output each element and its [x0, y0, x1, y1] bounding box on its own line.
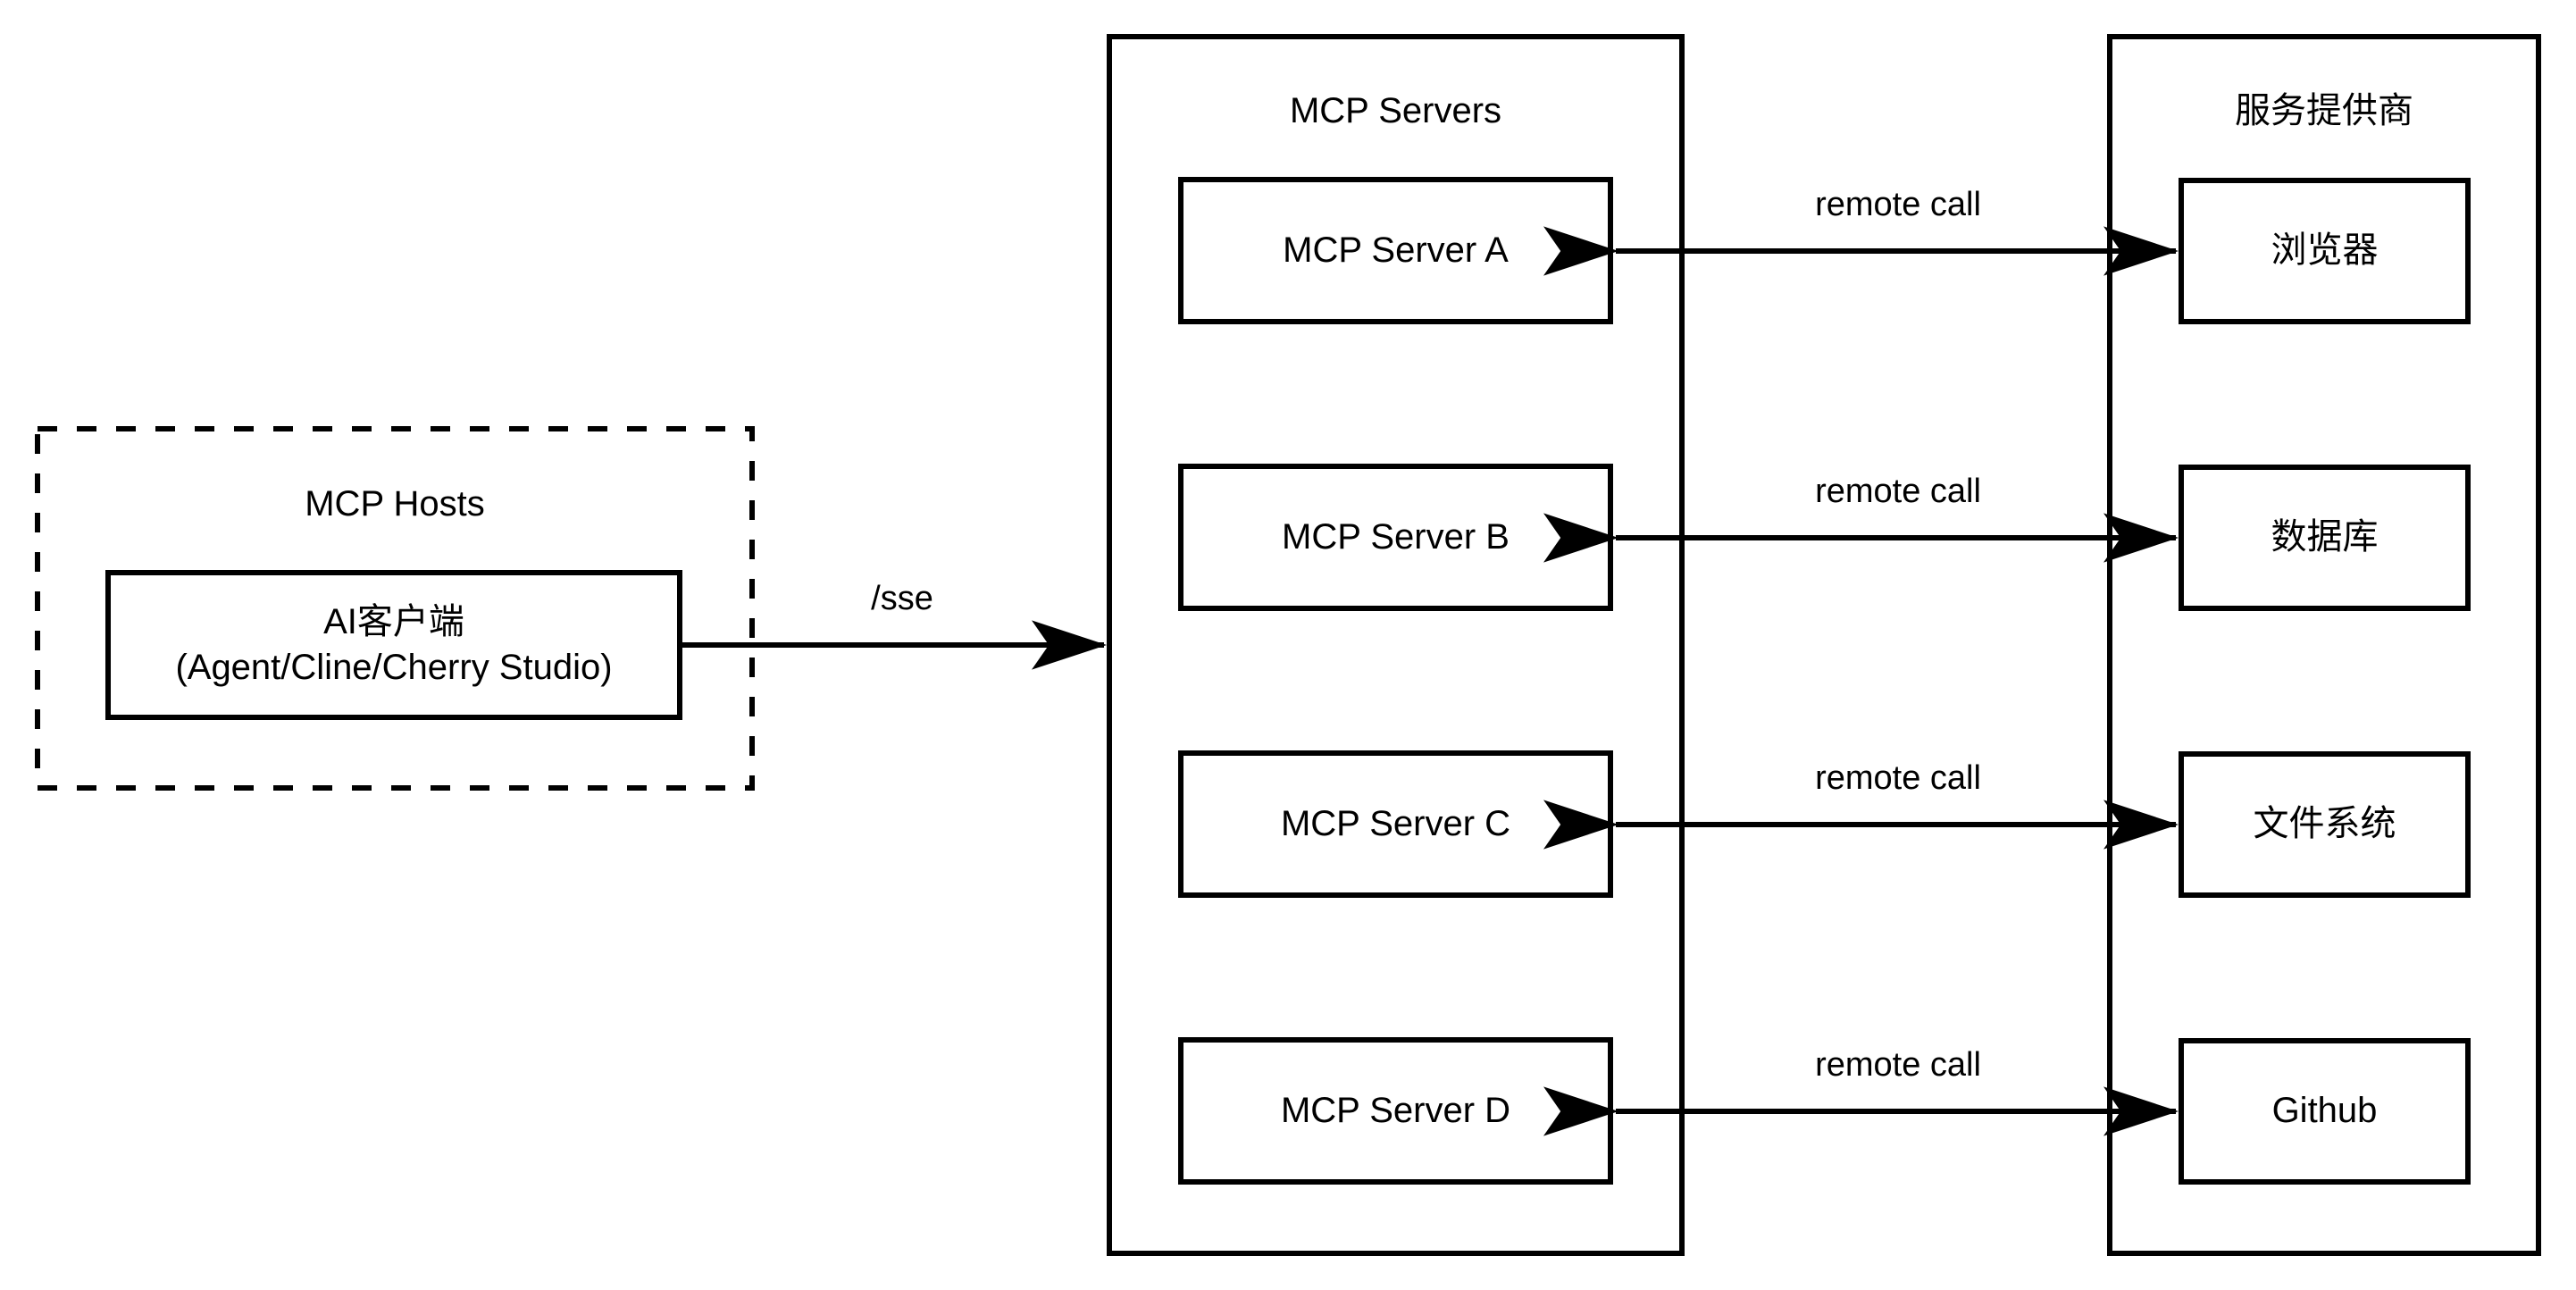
- group-border-service-providers: [2107, 34, 2541, 1256]
- box-border-mcp-server-d[interactable]: [1178, 1037, 1613, 1185]
- group-border-mcp-servers: [1107, 34, 1685, 1256]
- box-border-mcp-server-a[interactable]: [1178, 177, 1613, 324]
- group-border-mcp-hosts: [35, 426, 755, 791]
- box-border-ai-client[interactable]: [105, 570, 682, 720]
- box-border-provider-filesystem[interactable]: [2179, 751, 2471, 898]
- box-border-provider-database[interactable]: [2179, 465, 2471, 611]
- box-border-provider-browser[interactable]: [2179, 178, 2471, 324]
- box-border-provider-github[interactable]: [2179, 1038, 2471, 1185]
- box-border-mcp-server-b[interactable]: [1178, 464, 1613, 611]
- box-border-mcp-server-c[interactable]: [1178, 750, 1613, 898]
